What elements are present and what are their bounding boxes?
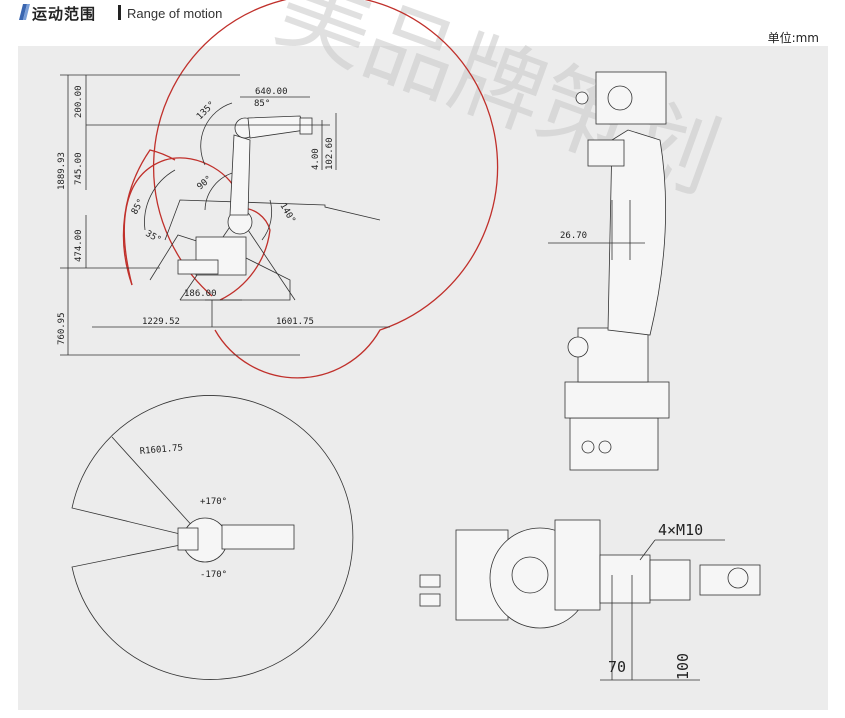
top-envelope <box>71 395 354 680</box>
reach-lower-outline <box>149 234 291 301</box>
wrist <box>299 117 313 135</box>
section-subtitle: Range of motion <box>127 6 223 21</box>
angle-35: 35° <box>144 229 163 246</box>
flange-arm <box>599 554 651 604</box>
envelope-inner-curve <box>123 157 238 286</box>
dim-474: 474.00 <box>74 229 84 262</box>
front-head-joint <box>607 85 633 111</box>
front-upper-motor <box>587 139 625 167</box>
reach-outline <box>164 199 381 241</box>
angle-arc-140 <box>261 199 273 241</box>
front-arm <box>607 129 666 336</box>
upper-arm <box>247 115 306 139</box>
top-rot-neg: -170° <box>200 570 227 580</box>
front-view <box>564 71 670 471</box>
lower-arm <box>229 134 251 216</box>
envelope-lower-arc <box>219 207 271 301</box>
angle-135: 135° <box>195 100 217 122</box>
flange-dim-70: 70 <box>608 658 626 676</box>
flange-wrist <box>649 559 691 601</box>
front-view-dims <box>548 200 645 260</box>
angle-arc-85 <box>144 169 176 231</box>
dim-1889: 1889.93 <box>57 152 67 190</box>
dim-1229: 1229.52 <box>142 317 180 327</box>
flange-bolts: 4×M10 <box>658 521 703 539</box>
side-view <box>60 0 499 379</box>
top-rot-pos: +170° <box>200 497 227 507</box>
flange-tool-joint <box>727 567 749 589</box>
front-head-left <box>575 91 589 105</box>
front-motor <box>567 336 589 358</box>
unit-label: 单位:mm <box>767 31 819 45</box>
envelope-outer-arc <box>153 0 499 379</box>
dim-745: 745.00 <box>74 152 84 185</box>
flange-view <box>419 519 761 629</box>
dim-200: 200.00 <box>74 85 84 118</box>
top-arm <box>221 524 295 550</box>
angle-85-left: 85° <box>130 197 147 216</box>
top-radius-line <box>111 436 206 541</box>
angle-arc-90 <box>204 171 237 211</box>
flange-dim-100: 100 <box>674 653 692 680</box>
angle-arc-135 <box>200 102 233 166</box>
dim-4: 4.00 <box>311 148 321 170</box>
slash-logo-icon <box>19 4 30 20</box>
angle-85-top: 85° <box>254 99 270 109</box>
top-radius: R1601.75 <box>139 443 183 457</box>
dim-26: 26.70 <box>560 231 587 241</box>
title-divider <box>118 5 121 20</box>
top-flange <box>177 527 199 551</box>
robot-base-foot <box>177 259 219 275</box>
dim-186: 186.00 <box>184 289 217 299</box>
top-view-labels: R1601.75 +170° -170° <box>139 443 227 580</box>
front-cable-a <box>598 440 612 454</box>
header: 运动范围 Range of motion <box>0 0 845 26</box>
flange-pins-a <box>419 574 441 588</box>
flange-dims <box>600 539 725 681</box>
front-base <box>564 381 670 419</box>
top-view <box>71 395 354 680</box>
section-title: 运动范围 <box>32 5 97 23</box>
flange-column <box>554 519 601 611</box>
dim-1601: 1601.75 <box>276 317 314 327</box>
angle-140: 140° <box>277 202 297 226</box>
dim-760: 760.95 <box>57 312 67 345</box>
envelope-left-arc <box>122 149 176 286</box>
front-cable-b <box>581 440 595 454</box>
flange-motor <box>511 556 549 594</box>
flange-pins-b <box>419 593 441 607</box>
front-waist <box>577 327 649 383</box>
dim-640: 640.00 <box>255 87 288 97</box>
dim-102: 102.60 <box>325 137 335 170</box>
